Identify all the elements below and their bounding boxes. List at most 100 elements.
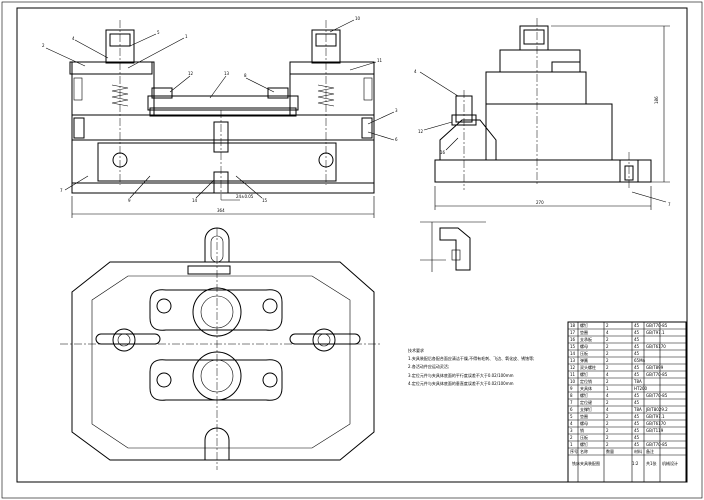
parts-cell: 6: [570, 407, 573, 412]
title-block-cell: 共1张: [646, 460, 657, 466]
notes-line-1: 1.夹具装配后各配合面应清洁干燥,不得有毛刺、飞边、氧化皮、锈蚀等;: [408, 355, 534, 361]
parts-cell: 65Mn: [634, 358, 646, 363]
parts-cell: GB/T70-85: [646, 372, 668, 377]
parts-cell: 2: [606, 323, 609, 328]
balloon-9: 9: [128, 198, 131, 203]
parts-cell: 2: [606, 358, 609, 363]
parts-cell: 定位键: [580, 399, 592, 405]
title-block-cell: 1:2: [632, 461, 639, 466]
parts-cell: HT200: [634, 386, 648, 391]
balloon-3: 3: [395, 108, 398, 113]
parts-cell: 45: [634, 414, 640, 419]
balloon-1: 1: [185, 34, 188, 39]
balloon-7: 7: [60, 188, 63, 193]
side-balloon-16: 16: [440, 150, 446, 155]
side-balloon-7: 7: [668, 202, 671, 207]
parts-cell: JB/T8029.2: [645, 407, 668, 412]
parts-cell: 2: [606, 379, 609, 384]
parts-cell: 17: [570, 330, 576, 335]
balloon-12: 12: [188, 71, 194, 76]
balloon-10: 10: [355, 16, 361, 21]
parts-cell: 4: [606, 407, 609, 412]
parts-cell: 双头螺柱: [580, 364, 596, 370]
parts-cell: 45: [634, 372, 640, 377]
parts-cell: 2: [570, 435, 573, 440]
parts-cell: 2: [606, 344, 609, 349]
parts-cell: T8A: [633, 407, 642, 412]
balloon-8: 8: [244, 73, 247, 78]
parts-cell: 9: [570, 386, 573, 391]
parts-cell: 3: [570, 428, 573, 433]
parts-cell: 5: [570, 414, 573, 419]
parts-cell: 45: [634, 435, 640, 440]
detail-view: [420, 221, 486, 272]
side-view: [419, 18, 670, 210]
balloon-15: 15: [262, 198, 268, 203]
parts-cell: 支撑钉: [580, 406, 592, 412]
parts-cell: 2: [606, 337, 609, 342]
parts-cell: GB/T70-85: [646, 393, 668, 398]
parts-cell: GB/T97.1: [646, 330, 665, 335]
balloon-4: 4: [72, 36, 75, 41]
parts-cell: 7: [570, 400, 573, 405]
front-view-balloons: 2 4 5 1 12 13 8 10 11 3 6 7 9 14 15 364 …: [42, 16, 398, 213]
balloon-11: 11: [377, 58, 383, 63]
parts-cell: 2: [606, 421, 609, 426]
parts-cell: 螺钉: [580, 441, 588, 447]
parts-cell: 15: [570, 344, 576, 349]
parts-cell: GB/T97.1: [646, 414, 665, 419]
parts-cell: T8A: [633, 379, 642, 384]
balloon-2: 2: [42, 43, 45, 48]
parts-cell: 45: [634, 330, 640, 335]
parts-cell: GB/T6170: [646, 421, 666, 426]
parts-cell: 1: [570, 442, 573, 447]
top-view: [60, 227, 380, 470]
dimension-width-side: 270: [536, 200, 544, 205]
parts-cell: 夹具体: [580, 385, 592, 391]
parts-cell: 18: [570, 323, 576, 328]
parts-cell: 8: [570, 393, 573, 398]
parts-cell: 压板: [580, 350, 588, 356]
parts-header-cell: 序号: [570, 448, 578, 454]
parts-cell: 弹簧: [580, 357, 588, 363]
parts-cell: 4: [570, 421, 573, 426]
parts-cell: 12: [570, 365, 576, 370]
side-view-labels: 4 12 16 7 186 270: [414, 69, 671, 207]
side-balloon-12: 12: [418, 129, 424, 134]
parts-cell: 2: [606, 365, 609, 370]
dimension-offset: 24±0.05: [236, 194, 254, 199]
parts-cell: 垫圈: [580, 329, 588, 335]
parts-cell: 2: [606, 442, 609, 447]
parts-cell: 2: [606, 435, 609, 440]
parts-header-cell: 名称: [580, 448, 588, 454]
parts-cell: 定位销: [580, 378, 592, 384]
parts-cell: 45: [634, 337, 640, 342]
parts-cell: 螺钉: [580, 371, 588, 377]
parts-cell: 4: [606, 393, 609, 398]
notes-line-4: 4.定位元件与夹具体底面的垂直度误差不大于0.02/100mm: [408, 380, 514, 386]
parts-cell: 2: [606, 428, 609, 433]
parts-cell: 10: [570, 379, 576, 384]
parts-cell: 2: [606, 351, 609, 356]
parts-cell: 45: [634, 400, 640, 405]
parts-cell: GB/T119: [646, 428, 664, 433]
balloon-14: 14: [192, 198, 198, 203]
balloon-5: 5: [157, 30, 160, 35]
inner-frame: [16, 7, 688, 483]
balloon-6: 6: [395, 137, 398, 142]
front-view: [45, 19, 395, 218]
parts-cell: 2: [606, 400, 609, 405]
notes-line-3: 3.定位元件与夹具体底面的平行度误差不大于0.02/100mm: [408, 372, 514, 378]
notes-line-2: 2.各活动件应运动灵活;: [408, 363, 449, 369]
parts-cell: GB/T70-85: [646, 442, 668, 447]
parts-cell: 2: [606, 414, 609, 419]
parts-cell: 4: [606, 330, 609, 335]
parts-cell: 11: [570, 372, 576, 377]
dimension-height-side: 186: [654, 96, 659, 104]
parts-cell: 45: [634, 421, 640, 426]
balloon-13: 13: [224, 71, 230, 76]
parts-cell: 45: [634, 365, 640, 370]
